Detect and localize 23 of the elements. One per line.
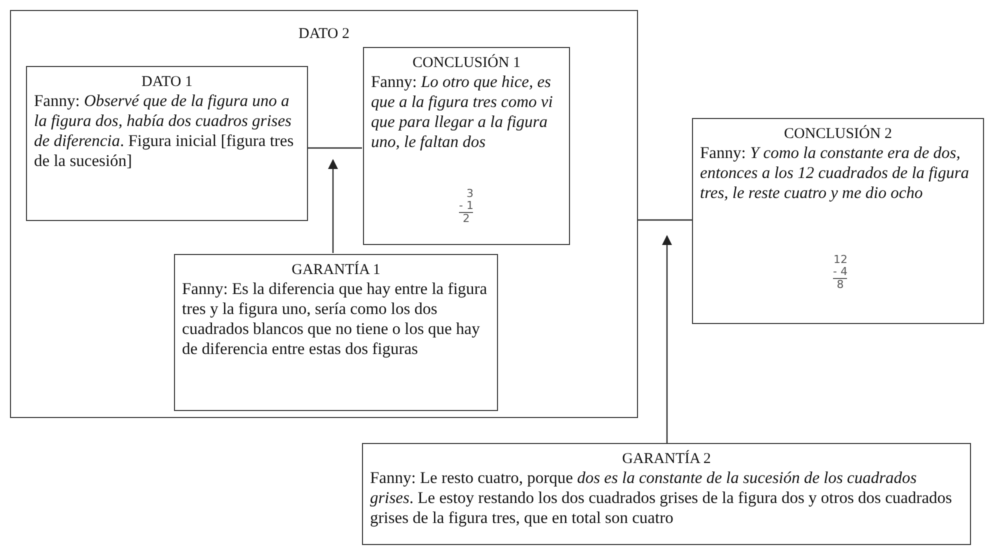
connector-line — [307, 147, 362, 149]
box-heading: DATO 1 — [140, 73, 194, 91]
arrow — [328, 159, 338, 253]
box-heading: GARANTÍA 1 — [290, 261, 382, 279]
quote-text: Fanny: Observé que de la figura uno a la figura dos, había dos cuadros grises de diferencia. Figura inicial [figura tres de la sucesión] — [33, 91, 295, 171]
quote-text: Fanny: Le resto cuatro, porque dos es la constante de la sucesión de los cuadrados grises. Le estoy restando los dos cuadrados grises de la figura dos y otros dos cuadrados grises de la figura tres, que en total son cuatro — [369, 468, 953, 528]
data-box — [26, 66, 308, 221]
warrant-box — [174, 254, 498, 411]
quote-text: Fanny: Y como la constante era de dos, entonces a los 12 cuadrados de la figura tres, le reste cuatro y me dio ocho — [699, 143, 970, 203]
conclusion-box — [363, 47, 570, 245]
box-heading: CONCLUSIÓN 1 — [412, 54, 522, 72]
box-heading: CONCLUSIÓN 2 — [783, 125, 893, 143]
warrant-box — [362, 443, 971, 545]
handwritten-subtraction: 12 - 4 8 — [833, 254, 848, 291]
handwritten-subtraction: 3 - 1 2 — [459, 188, 474, 225]
conclusion-box — [692, 118, 984, 324]
outer-group-box — [10, 10, 638, 418]
arrow — [662, 235, 672, 443]
connector-line — [638, 219, 692, 221]
quote-text: Fanny: Es la diferencia que hay entre la figura tres y la figura uno, sería como los dos cuadrados blancos que no tiene o los que hay de diferencia entre estas dos figuras — [181, 279, 488, 359]
box-heading: GARANTÍA 2 — [621, 450, 712, 468]
box-heading: DATO 2 — [298, 25, 350, 43]
quote-text: Fanny: Lo otro que hice, es que a la figura tres como vi que para llegar a la figura uno, le faltan dos — [370, 72, 554, 152]
